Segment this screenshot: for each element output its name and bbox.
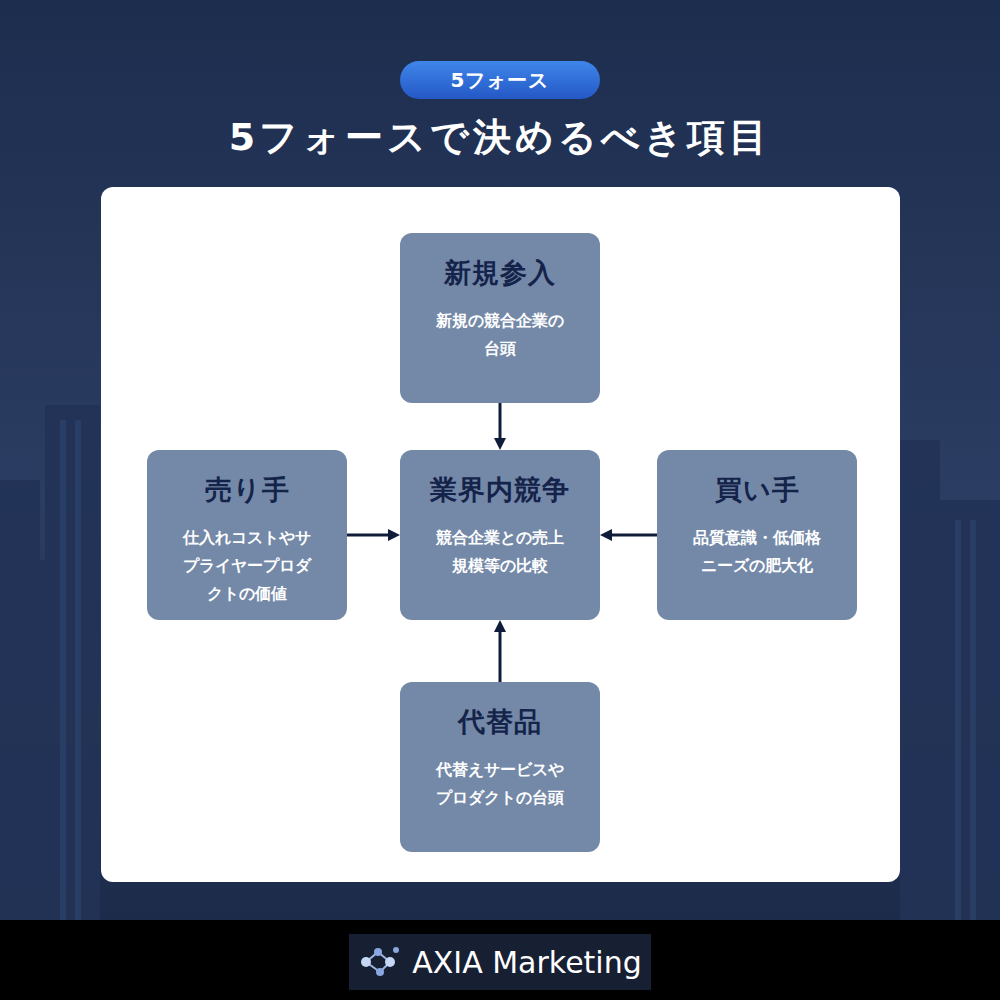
force-arrow: [600, 529, 657, 541]
connector-line: [612, 534, 657, 537]
box-description: 品質意識・低価格 ニーズの肥大化: [688, 524, 826, 580]
category-badge: 5フォース: [400, 61, 600, 99]
arrow-head: [388, 529, 400, 541]
box-heading: 新規参入: [444, 255, 556, 291]
box-description: 代替えサービスや プロダクトの台頭: [431, 756, 569, 812]
logo-mark: [358, 942, 402, 982]
force-box: 業界内競争競合企業との売上 規模等の比較: [400, 450, 600, 620]
page-title: 5フォースで決めるべき項目: [0, 112, 1000, 163]
force-box: 売り手仕入れコストやサ プライヤープロダ クトの価値: [147, 450, 347, 620]
logo-box: AXIA Marketing: [349, 934, 651, 990]
box-heading: 買い手: [715, 472, 800, 508]
box-description: 仕入れコストやサ プライヤープロダ クトの価値: [178, 524, 316, 608]
force-box: 新規参入新規の競合企業の 台頭: [400, 233, 600, 403]
box-heading: 売り手: [205, 472, 290, 508]
connector-line: [347, 534, 388, 537]
box-description: 新規の競合企業の 台頭: [431, 307, 569, 363]
box-heading: 業界内競争: [430, 472, 570, 508]
connector-line: [499, 632, 502, 682]
force-box: 買い手品質意識・低価格 ニーズの肥大化: [657, 450, 857, 620]
badge-text: 5フォース: [451, 67, 550, 94]
arrow-head: [600, 529, 612, 541]
logo-text: AXIA Marketing: [412, 945, 642, 980]
force-arrow: [347, 529, 400, 541]
force-arrow: [494, 620, 506, 682]
box-heading: 代替品: [458, 704, 542, 740]
arrow-head: [494, 620, 506, 632]
force-box: 代替品代替えサービスや プロダクトの台頭: [400, 682, 600, 852]
box-description: 競合企業との売上 規模等の比較: [431, 524, 569, 580]
force-arrow: [494, 403, 506, 450]
connector-line: [499, 403, 502, 438]
arrow-head: [494, 438, 506, 450]
